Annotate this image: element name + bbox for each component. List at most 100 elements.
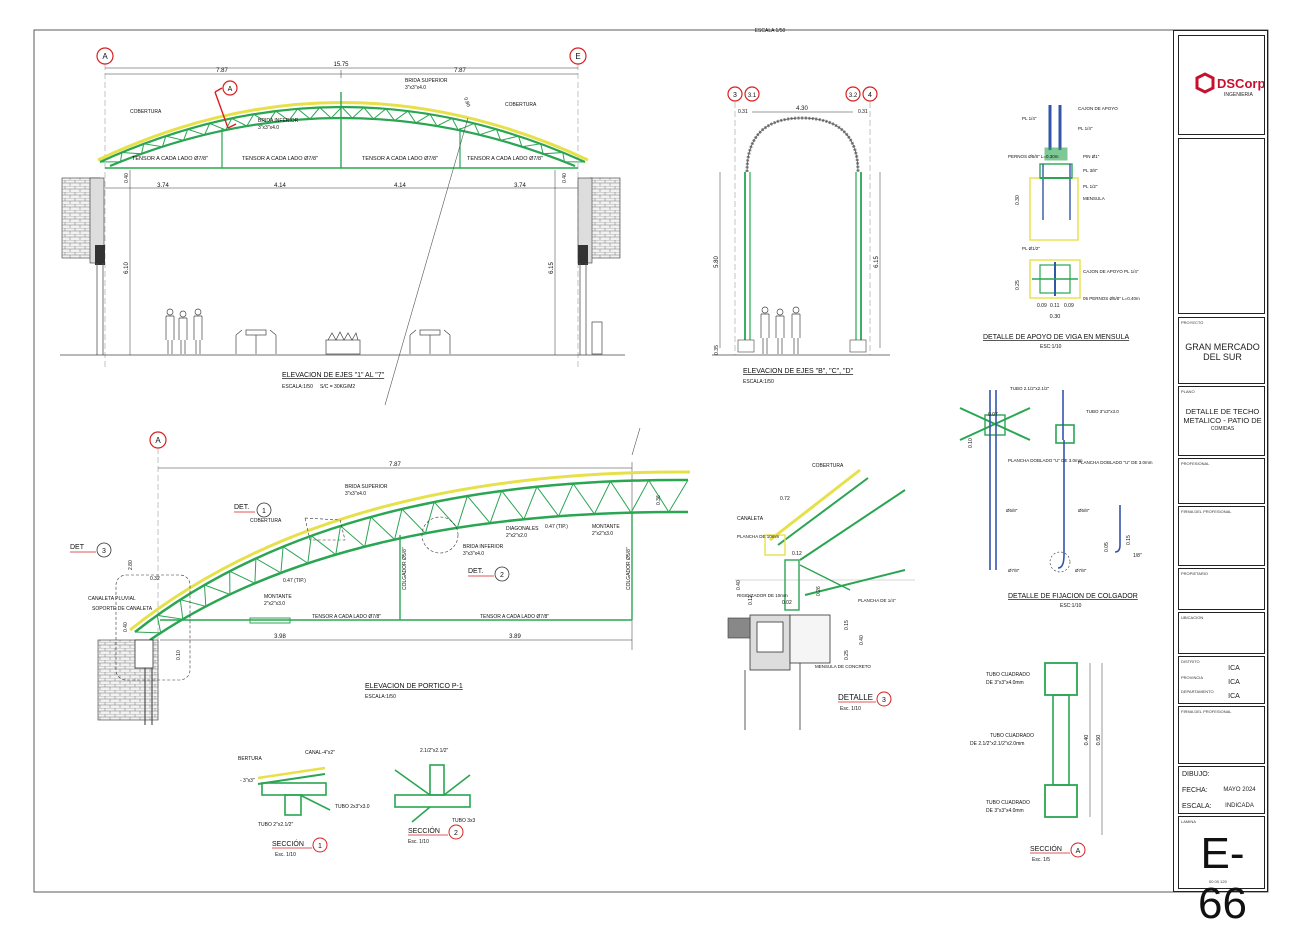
dim-small-right: 0.40 [562, 173, 568, 183]
secA-t1s: DE 3"x3"x4.0mm [986, 680, 1024, 686]
blank-box [1178, 138, 1265, 314]
ubicacion-label: UBICACION [1181, 615, 1204, 620]
secA-d1: 0.40 [1084, 735, 1090, 746]
det3-num: 3 [882, 697, 886, 704]
roof-cover-yellow [97, 101, 589, 162]
sec1-scale: Esc. 1/10 [275, 852, 296, 858]
elev2-dim-h: 5.80 [714, 256, 720, 268]
detalle-fijacion-colgador: TUBO 2.1/2"x2.1/2" TUBO 3"x3"x3.0 PLANCH… [959, 386, 1153, 609]
axis-bubble-a [96, 47, 114, 65]
portico-diag-size: 2"x2"x2.0 [506, 533, 527, 539]
portico-dim-280: 2.80 [128, 560, 134, 570]
distrito-value: ICA [1228, 665, 1240, 672]
apoyo-label-pl14: PL 1/4" [1022, 116, 1037, 121]
axis-3-2: 3.2 [849, 93, 858, 99]
secA-t2s: DE 2.1/2"x2.1/2"x2.0mm [970, 741, 1024, 747]
sheet-border [33, 29, 1269, 893]
fecha-label: FECHA: [1182, 787, 1208, 794]
profesional-box: PROFESIONAL [1178, 458, 1265, 504]
cobertura-label-right: COBERTURA [505, 102, 537, 108]
det3-rigidizador: RIGIDIZADOR DE 10mm [737, 593, 788, 598]
profesional-label: PROFESIONAL [1181, 461, 1210, 466]
top-note: ESCALA 1/50 [755, 28, 786, 34]
hex-icon [1195, 72, 1215, 94]
departamento-label: DEPARTAMENTO [1181, 689, 1214, 694]
portico-brida-sup-size: 3"x3"x4.0 [345, 491, 366, 497]
det3-mensula: MENSULA DE CONCRETO [815, 664, 871, 669]
sec2-title: SECCIÓN [408, 826, 440, 835]
det3-dim-012: 0.12 [792, 551, 802, 557]
sec1-title: SECCIÓN [272, 839, 304, 848]
distrito-label: DISTRITO [1181, 659, 1200, 664]
apoyo-label-pernos: PERNOS Ø5/8" L=0.30m [1008, 154, 1059, 159]
det3-scale: Esc. 1/10 [840, 706, 861, 712]
secA-t1: TUBO CUADRADO [986, 672, 1030, 678]
bottom-chord [109, 116, 576, 168]
portico-dim-036: 0.36 [656, 495, 662, 505]
elev2-dim-top: 4.30 [796, 106, 808, 112]
brida-inf-label: BRIDA INFERIOR [258, 118, 299, 124]
colg-col2: Ø5/8" [1078, 508, 1090, 513]
portico-brida-inf: BRIDA INFERIOR [463, 544, 504, 550]
sec2-label-0: 2.1/2"x2.1/2" [420, 748, 449, 754]
colg-title: DETALLE DE FIJACION DE COLGADOR [1008, 593, 1138, 600]
apoyo-dim-009b: 0.09 [1064, 303, 1074, 309]
det3-dim-040: 0.40 [736, 580, 742, 590]
apoyo-title: DETALLE DE APOYO DE VIGA EN MENSULA [983, 334, 1129, 341]
firma2-label: FIRMA DEL PROFESIONAL [1181, 709, 1232, 714]
portico-brida-inf-size: 3"x3"x4.0 [463, 551, 484, 557]
seccion-2: 2.1/2"x2.1/2" TUBO 3x3 SECCIÓN 2 Esc. 1/… [394, 748, 476, 845]
bin [591, 321, 603, 355]
portico-montante: MONTANTE [592, 524, 620, 530]
apoyo-label-pl38: PL 3/8" [1083, 168, 1098, 173]
portico-dim-047b: 0.47 (TIP.) [545, 524, 568, 530]
lamina-box: LAMINA E-66 00 00 120 [1178, 816, 1265, 928]
axis-3: 3 [733, 92, 737, 99]
axis-bubble-e [569, 47, 587, 65]
apoyo-label-plo12: PL Ø1/2" [1022, 246, 1040, 251]
colg-dim-010: 0.10 [968, 438, 974, 448]
apoyo-dim-030b: 0.30 [1050, 314, 1061, 320]
dim-bottom-1: 3.74 [157, 183, 169, 189]
sec1-label-3: TUBO 2x3"x3.0 [335, 804, 370, 810]
project-box: PROYECTO GRAN MERCADO DEL SUR [1178, 317, 1265, 384]
sec1-label-4: TUBO 2"x2.1/2" [258, 822, 293, 828]
dim-bottom-3: 4.14 [394, 183, 406, 189]
sec2-label-1: TUBO 3x3 [452, 818, 476, 824]
title-block: DSCorp INGENIERIA PROYECTO GRAN MERCADO … [1173, 30, 1268, 928]
dim-bottom-4: 3.74 [514, 183, 526, 189]
axis-3-1: 3.1 [748, 93, 757, 99]
proyecto-label: PROYECTO [1181, 320, 1204, 325]
apoyo-label-cajon2: CAJON DE APOYO PL 1/4" [1083, 269, 1139, 274]
apoyo-label-pl12: PL 1/2" [1083, 184, 1098, 189]
det3-canaleta: CANALETA [737, 516, 764, 522]
dibujo-label: DIBUJO: [1182, 771, 1210, 778]
det3-label: DET [70, 544, 85, 551]
plano-label: PLANO [1181, 389, 1195, 394]
provincia-label: PROVINCIA [1181, 675, 1204, 680]
portico-top-chord [134, 478, 689, 633]
brick-wall-left [61, 177, 105, 265]
secA-title: SECCIÓN [1030, 844, 1062, 853]
colg-rod: Ø7/8" [1008, 568, 1020, 573]
portico-colgador-label-2: COLGADOR Ø5/8" [626, 547, 632, 590]
portico-dim-040: 0.40 [123, 622, 129, 632]
project-name: GRAN MERCADO DEL SUR [1185, 342, 1260, 362]
colg-plancha1: PLANCHA DOBLADO "U" DE 3.0mm [1008, 458, 1083, 463]
portico-dim-010: 0.10 [176, 650, 182, 660]
meta-box: DIBUJO: FECHA: MAYO 2024 ESCALA: INDICAD… [1178, 766, 1265, 814]
brida-sup-size: 3"x3"x4.0 [405, 85, 426, 91]
brick-wall-right [577, 177, 621, 265]
elev2-title: ELEVACION DE EJES "B", "C", "D" [743, 368, 854, 375]
apoyo-scale: ESC:1/10 [1040, 344, 1062, 350]
cut-marker-a-label: A [228, 86, 233, 93]
plano-name-2: COMIDAS [1210, 426, 1235, 432]
firma-label: FIRMA DEL PROFESIONAL [1181, 509, 1232, 514]
portico-canaleta: CANALETA PLUVIAL [88, 596, 136, 602]
portico-dim-bottom-2: 3.89 [509, 634, 521, 640]
elev2-dim-l: 0.31 [738, 109, 748, 115]
det3-title: DETALLE [838, 693, 873, 702]
tensor-label-2: TENSOR A CADA LADO Ø7/8" [242, 156, 318, 162]
det2-num: 2 [500, 572, 504, 579]
seccion-1: BERTURA CANAL-4"x2" - 3"x3" TUBO 2x3"x3.… [238, 750, 370, 858]
